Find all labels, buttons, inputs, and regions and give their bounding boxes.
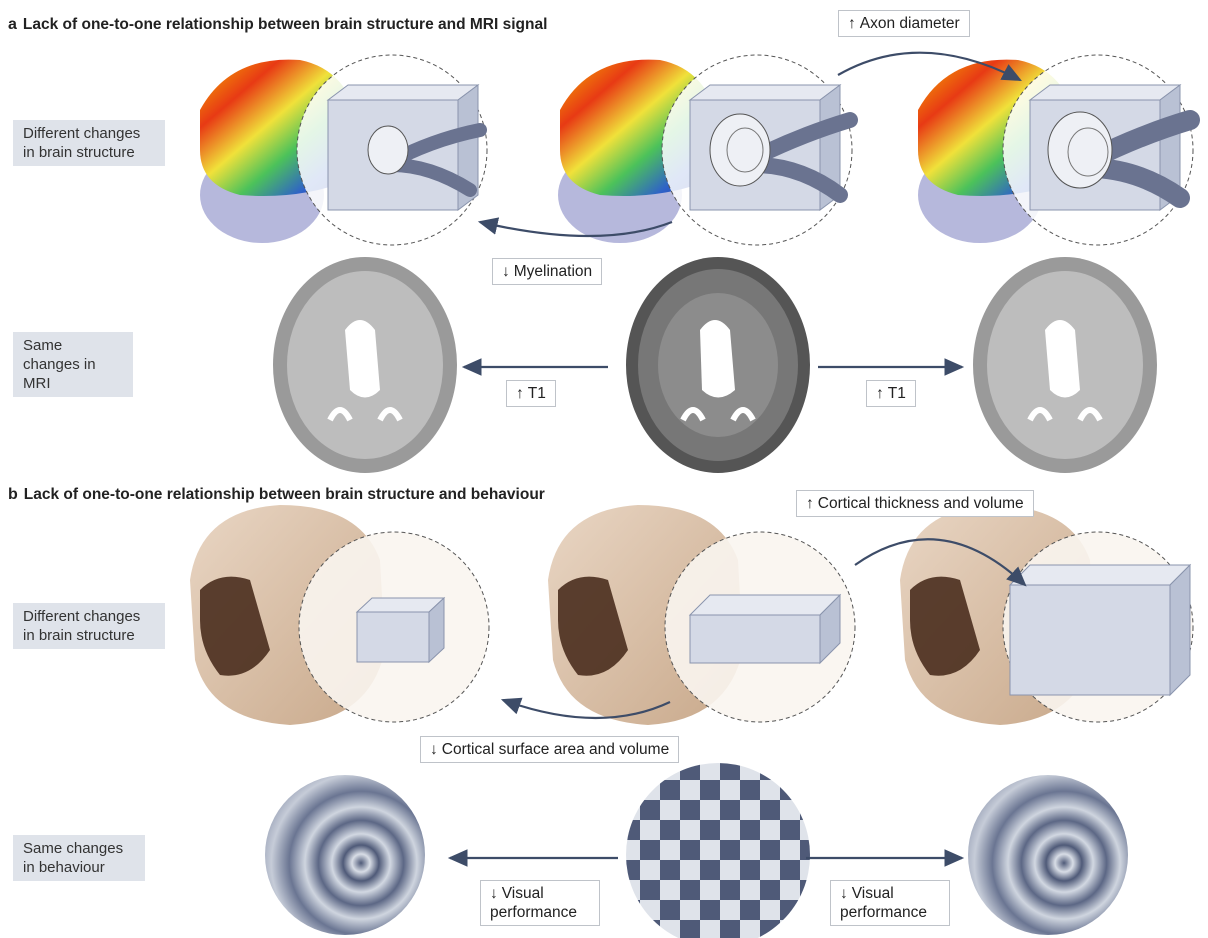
up-arrow-icon: ↑ bbox=[876, 385, 884, 402]
stimulus-blurred-right bbox=[968, 775, 1128, 935]
callout-myelination-text: Myelination bbox=[514, 263, 592, 280]
zoom-circle-a-left bbox=[297, 55, 487, 245]
callout-cortical-surface: ↓Cortical surface area and volume bbox=[420, 736, 679, 763]
callout-axon-diameter: ↑Axon diameter bbox=[838, 10, 970, 37]
panel-a-heading: a Lack of one-to-one relationship between… bbox=[8, 16, 547, 34]
callout-visual-left-text: Visual performance bbox=[490, 885, 577, 921]
callout-cortical-thickness-text: Cortical thickness and volume bbox=[818, 495, 1024, 512]
stimulus-blurred-left bbox=[265, 775, 425, 935]
callout-t1-right: ↑T1 bbox=[866, 380, 916, 407]
panel-a-letter: a bbox=[8, 16, 17, 33]
panel-b-letter: b bbox=[8, 486, 18, 503]
down-arrow-icon: ↓ bbox=[840, 885, 848, 902]
zoom-circle-a-middle bbox=[662, 55, 852, 245]
zoom-circle-b-right bbox=[1003, 532, 1193, 722]
panel-b-heading: b Lack of one-to-one relationship between… bbox=[8, 486, 545, 504]
down-arrow-icon: ↓ bbox=[490, 885, 498, 902]
callout-t1-right-text: T1 bbox=[888, 385, 906, 402]
mri-slice-middle bbox=[626, 257, 810, 473]
callout-cortical-surface-text: Cortical surface area and volume bbox=[442, 741, 669, 758]
row-label-a-structure: Different changes in brain structure bbox=[13, 120, 165, 166]
callout-axon-diameter-text: Axon diameter bbox=[860, 15, 960, 32]
row-label-a-mri: Same changes in MRI bbox=[13, 332, 133, 397]
callout-myelination: ↓Myelination bbox=[492, 258, 602, 285]
callout-visual-left: ↓Visual performance bbox=[480, 880, 600, 926]
up-arrow-icon: ↑ bbox=[516, 385, 524, 402]
callout-visual-right-text: Visual performance bbox=[840, 885, 927, 921]
panel-b-title: Lack of one-to-one relationship between … bbox=[24, 486, 545, 503]
callout-visual-right: ↓Visual performance bbox=[830, 880, 950, 926]
up-arrow-icon: ↑ bbox=[806, 495, 814, 512]
callout-t1-left-text: T1 bbox=[528, 385, 546, 402]
mri-slice-left bbox=[273, 257, 457, 473]
zoom-circle-b-left bbox=[299, 532, 489, 722]
zoom-circle-a-right bbox=[1003, 55, 1193, 245]
zoom-circle-b-middle bbox=[665, 532, 855, 722]
mri-slice-right bbox=[973, 257, 1157, 473]
row-label-b-behaviour: Same changes in behaviour bbox=[13, 835, 145, 881]
row-label-b-structure: Different changes in brain structure bbox=[13, 603, 165, 649]
callout-cortical-thickness: ↑Cortical thickness and volume bbox=[796, 490, 1034, 517]
callout-t1-left: ↑T1 bbox=[506, 380, 556, 407]
up-arrow-icon: ↑ bbox=[848, 15, 856, 32]
panel-a-title: Lack of one-to-one relationship between … bbox=[23, 16, 547, 33]
down-arrow-icon: ↓ bbox=[430, 741, 438, 758]
down-arrow-icon: ↓ bbox=[502, 263, 510, 280]
stimulus-checkerboard bbox=[626, 763, 810, 938]
